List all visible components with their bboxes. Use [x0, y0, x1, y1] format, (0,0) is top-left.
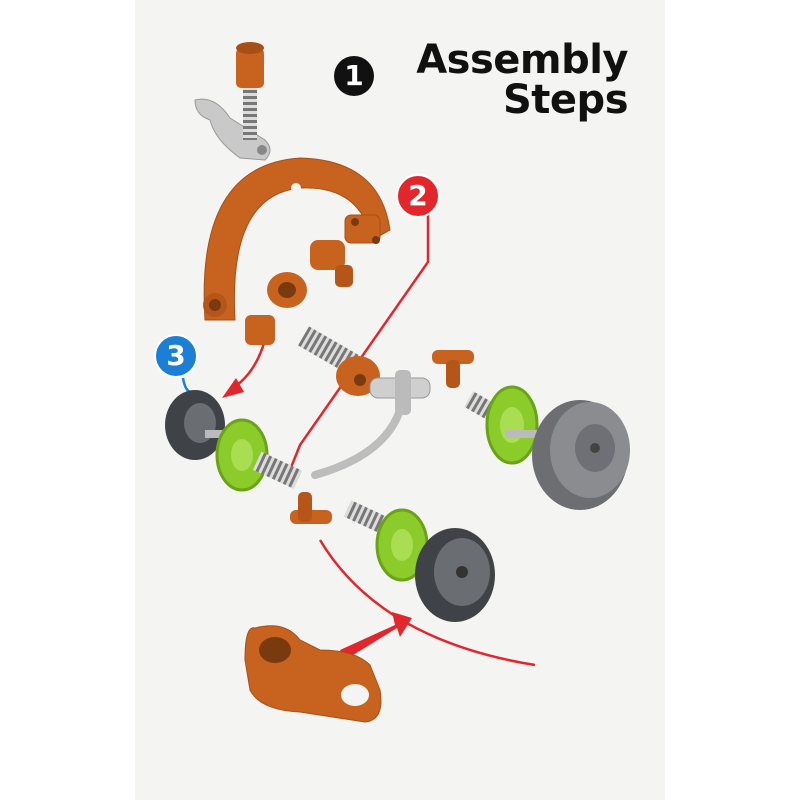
orange-t-part — [432, 350, 474, 388]
gray-lever-part — [311, 370, 431, 479]
orange-t-part-lower — [290, 492, 332, 524]
step-2-badge: 2 — [396, 174, 440, 218]
front-dark-wheel — [415, 528, 495, 622]
title-line-2: Steps — [503, 77, 629, 123]
left-green-wheel — [215, 418, 303, 492]
center-spring-axle — [298, 326, 380, 396]
title-line-1: Assembly — [416, 37, 628, 83]
arrow-icon — [340, 612, 412, 660]
right-green-wheel — [464, 385, 545, 465]
large-gray-tire — [532, 400, 630, 510]
arrow-icon — [222, 378, 244, 398]
orange-ring-part — [267, 272, 307, 308]
top-pin-part — [194, 42, 271, 161]
orange-peg-part — [310, 240, 353, 287]
orange-arch-part — [203, 157, 391, 345]
step-3-badge: 3 — [154, 334, 198, 378]
left-dark-wheel — [165, 390, 235, 460]
front-green-wheel — [343, 500, 429, 582]
orange-link-bar — [244, 625, 382, 723]
step-1-badge: 1 — [334, 56, 374, 96]
